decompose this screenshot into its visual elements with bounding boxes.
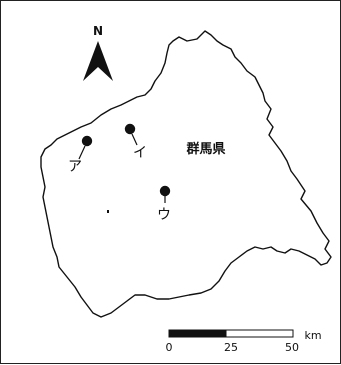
scale-bar-filled-segment: [168, 329, 227, 338]
north-arrow: N: [83, 24, 113, 81]
point-i: イ: [124, 123, 147, 161]
scale-tick-25: 25: [224, 341, 238, 354]
point-i-marker: [124, 123, 136, 135]
scale-unit: km: [304, 329, 321, 342]
scale-bar: 0 25 50 km: [166, 329, 322, 354]
point-u: ウ: [157, 185, 171, 223]
scale-tick-0: 0: [166, 341, 173, 354]
north-arrow-icon: [83, 41, 113, 81]
north-label: N: [93, 24, 103, 38]
prefecture-label: 群馬県: [186, 141, 225, 157]
point-u-label: ウ: [157, 207, 171, 223]
point-i-label: イ: [133, 145, 147, 161]
prefecture-outline: [40, 30, 332, 318]
scale-tick-50: 50: [285, 341, 299, 354]
point-u-marker: [159, 185, 171, 197]
point-a: ア: [68, 135, 93, 175]
scale-bar-empty-segment: [225, 329, 294, 338]
map-speck: [107, 210, 109, 213]
point-a-marker: [81, 135, 93, 147]
point-a-label: ア: [68, 159, 82, 175]
